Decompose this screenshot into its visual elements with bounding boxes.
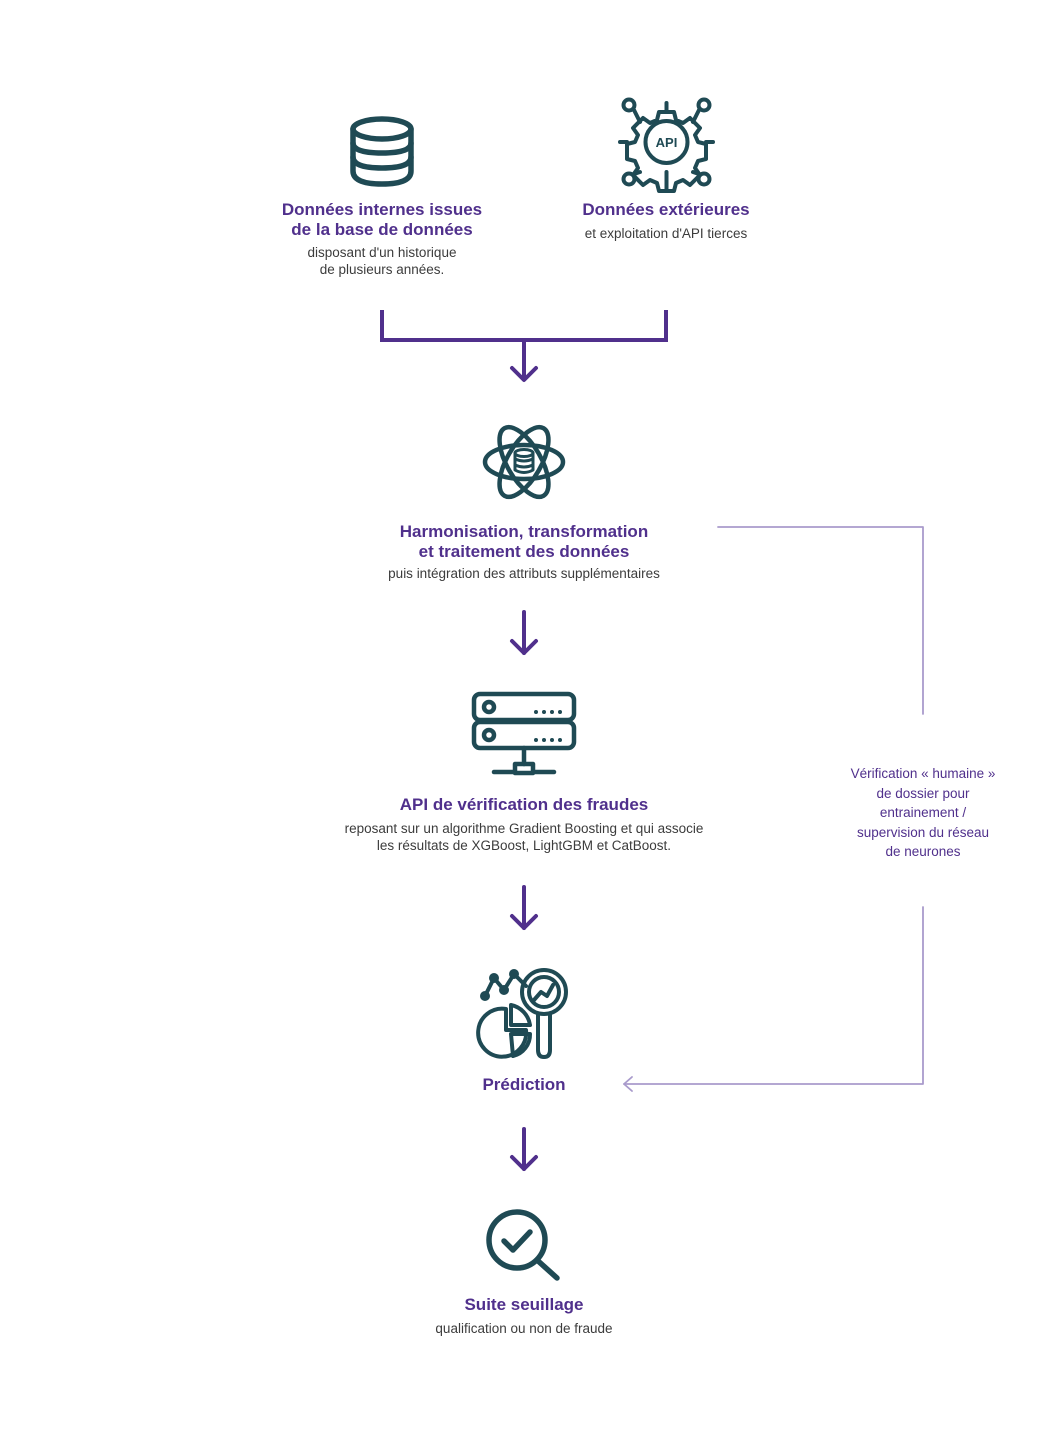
- server-led-dots: [534, 710, 562, 742]
- source-internal-description: disposant d'un historique de plusieurs a…: [307, 245, 457, 277]
- analytics-magnifier-icon: [476, 968, 568, 1059]
- api-badge-text: API: [656, 135, 678, 150]
- server-icon: [471, 691, 577, 776]
- harmonisation-description: puis intégration des attributs supplémen…: [388, 566, 660, 581]
- search-check-icon: [486, 1209, 560, 1281]
- prediction-title: Prédiction: [482, 1075, 566, 1094]
- merge-connector: [380, 310, 668, 382]
- arrow-to-threshold: [510, 1127, 538, 1171]
- threshold-description: qualification ou non de fraude: [435, 1321, 613, 1336]
- source-external-title: Données extérieures: [582, 200, 750, 219]
- harmonisation-title: Harmonisation, transformation et traitem…: [399, 522, 649, 561]
- api-verification-description: reposant sur un algorithme Gradient Boos…: [344, 821, 704, 853]
- feedback-loop-line: [623, 526, 924, 1092]
- threshold-title: Suite seuillage: [464, 1295, 584, 1314]
- atom-database-icon: [482, 424, 566, 500]
- database-icon: [350, 116, 414, 187]
- api-verification-title: API de vérification des fraudes: [399, 795, 649, 814]
- arrow-to-prediction: [510, 885, 538, 930]
- feedback-label: Vérification « humaine » de dossier pour…: [850, 766, 996, 859]
- api-gear-icon: [618, 97, 715, 193]
- arrow-to-api: [510, 610, 538, 655]
- source-external-description: et exploitation d'API tierces: [584, 226, 748, 241]
- source-internal-title: Données internes issues de la base de do…: [281, 200, 483, 239]
